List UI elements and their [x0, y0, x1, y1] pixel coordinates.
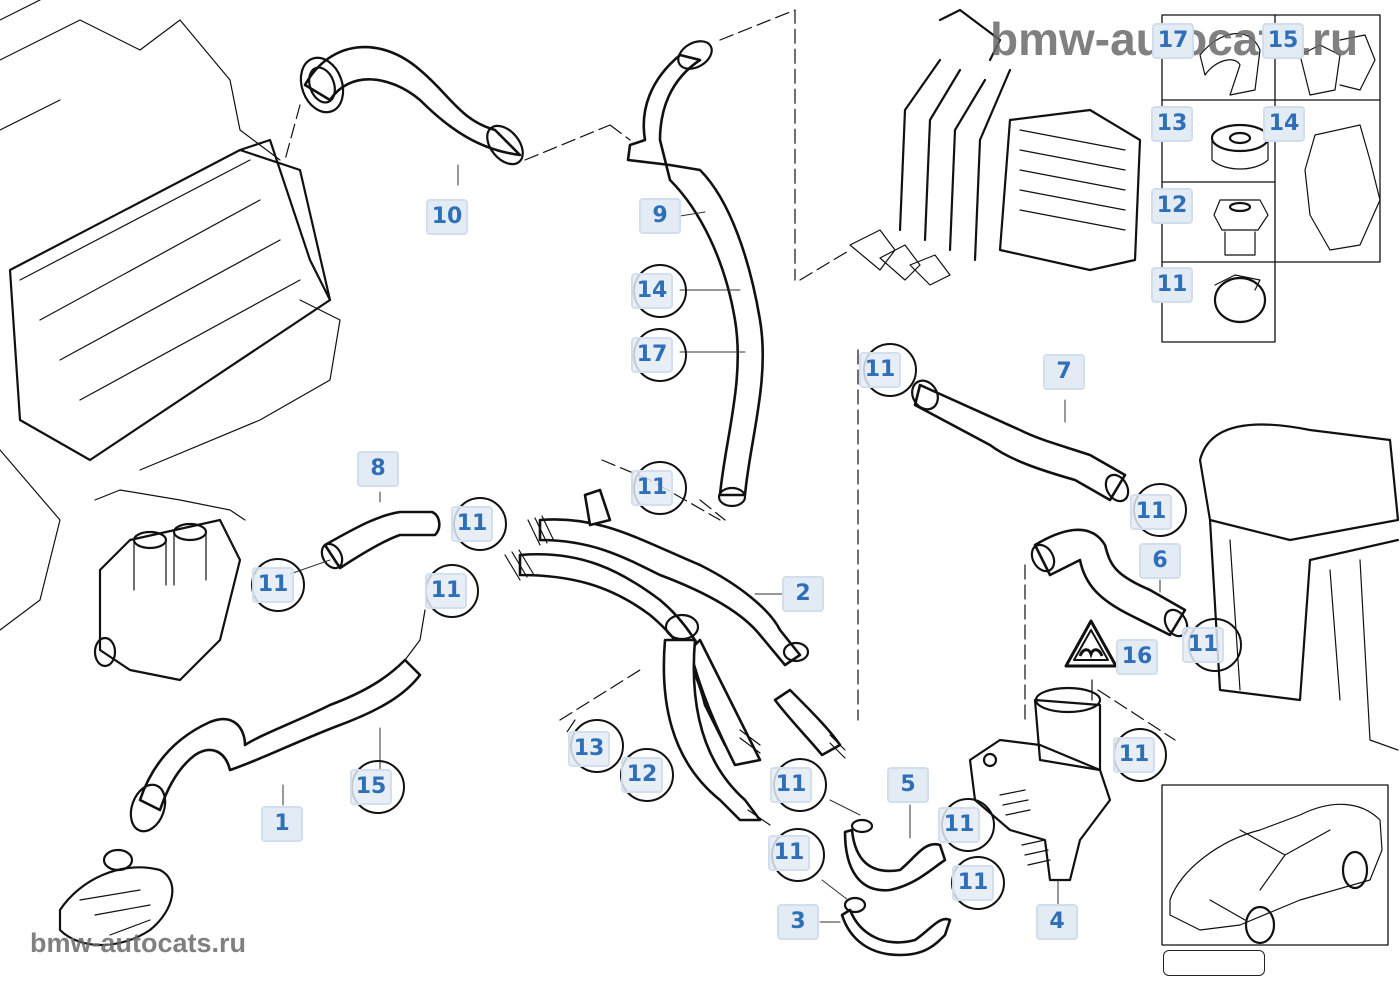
water-pump-drawing [58, 848, 174, 946]
hose-5-drawing [829, 799, 947, 892]
legend-callout-14[interactable]: 14 [1263, 106, 1305, 142]
callout-part-8[interactable]: 8 [357, 451, 399, 487]
legend-callout-15[interactable]: 15 [1262, 23, 1304, 59]
empty-label-box [1163, 950, 1265, 976]
callout-part-3[interactable]: 3 [777, 904, 819, 940]
callout-part-16[interactable]: 16 [1116, 639, 1158, 675]
vehicle-inset-drawing [1161, 784, 1389, 946]
hose-3-drawing [819, 879, 952, 957]
heater-valve-left-drawing [93, 489, 246, 682]
legend-grid-lines [1161, 14, 1381, 343]
legend-callout-12[interactable]: 12 [1151, 188, 1193, 224]
callout-part-6[interactable]: 6 [1139, 543, 1181, 579]
hose-8-drawing [289, 491, 441, 575]
callout-part-2[interactable]: 2 [782, 576, 824, 612]
pipe-assembly-2-drawing [504, 459, 846, 826]
legend-callout-11[interactable]: 11 [1151, 267, 1193, 303]
hose-1-drawing [129, 609, 426, 833]
callout-part-1[interactable]: 1 [261, 806, 303, 842]
callout-part-7[interactable]: 7 [1043, 354, 1085, 390]
heater-core-drawing [799, 8, 1142, 286]
watermark-bottom: bmw-autocats.ru [30, 928, 247, 958]
expansion-tank-drawing [1198, 423, 1400, 751]
callout-part-10[interactable]: 10 [426, 199, 468, 235]
hose-7-drawing [857, 349, 1130, 721]
legend-part-sketches [1199, 33, 1381, 324]
hot-coolant-warning-icon [1064, 619, 1118, 668]
callout-part-4[interactable]: 4 [1036, 904, 1078, 940]
engine-block-drawing [0, 0, 341, 631]
hose-10-drawing [284, 45, 611, 186]
legend-callout-13[interactable]: 13 [1151, 106, 1193, 142]
callout-part-5[interactable]: 5 [887, 767, 929, 803]
callout-part-9[interactable]: 9 [639, 198, 681, 234]
water-valve-4-drawing [968, 679, 1176, 906]
legend-callout-17[interactable]: 17 [1152, 23, 1194, 59]
hose-9-drawing [609, 9, 796, 508]
